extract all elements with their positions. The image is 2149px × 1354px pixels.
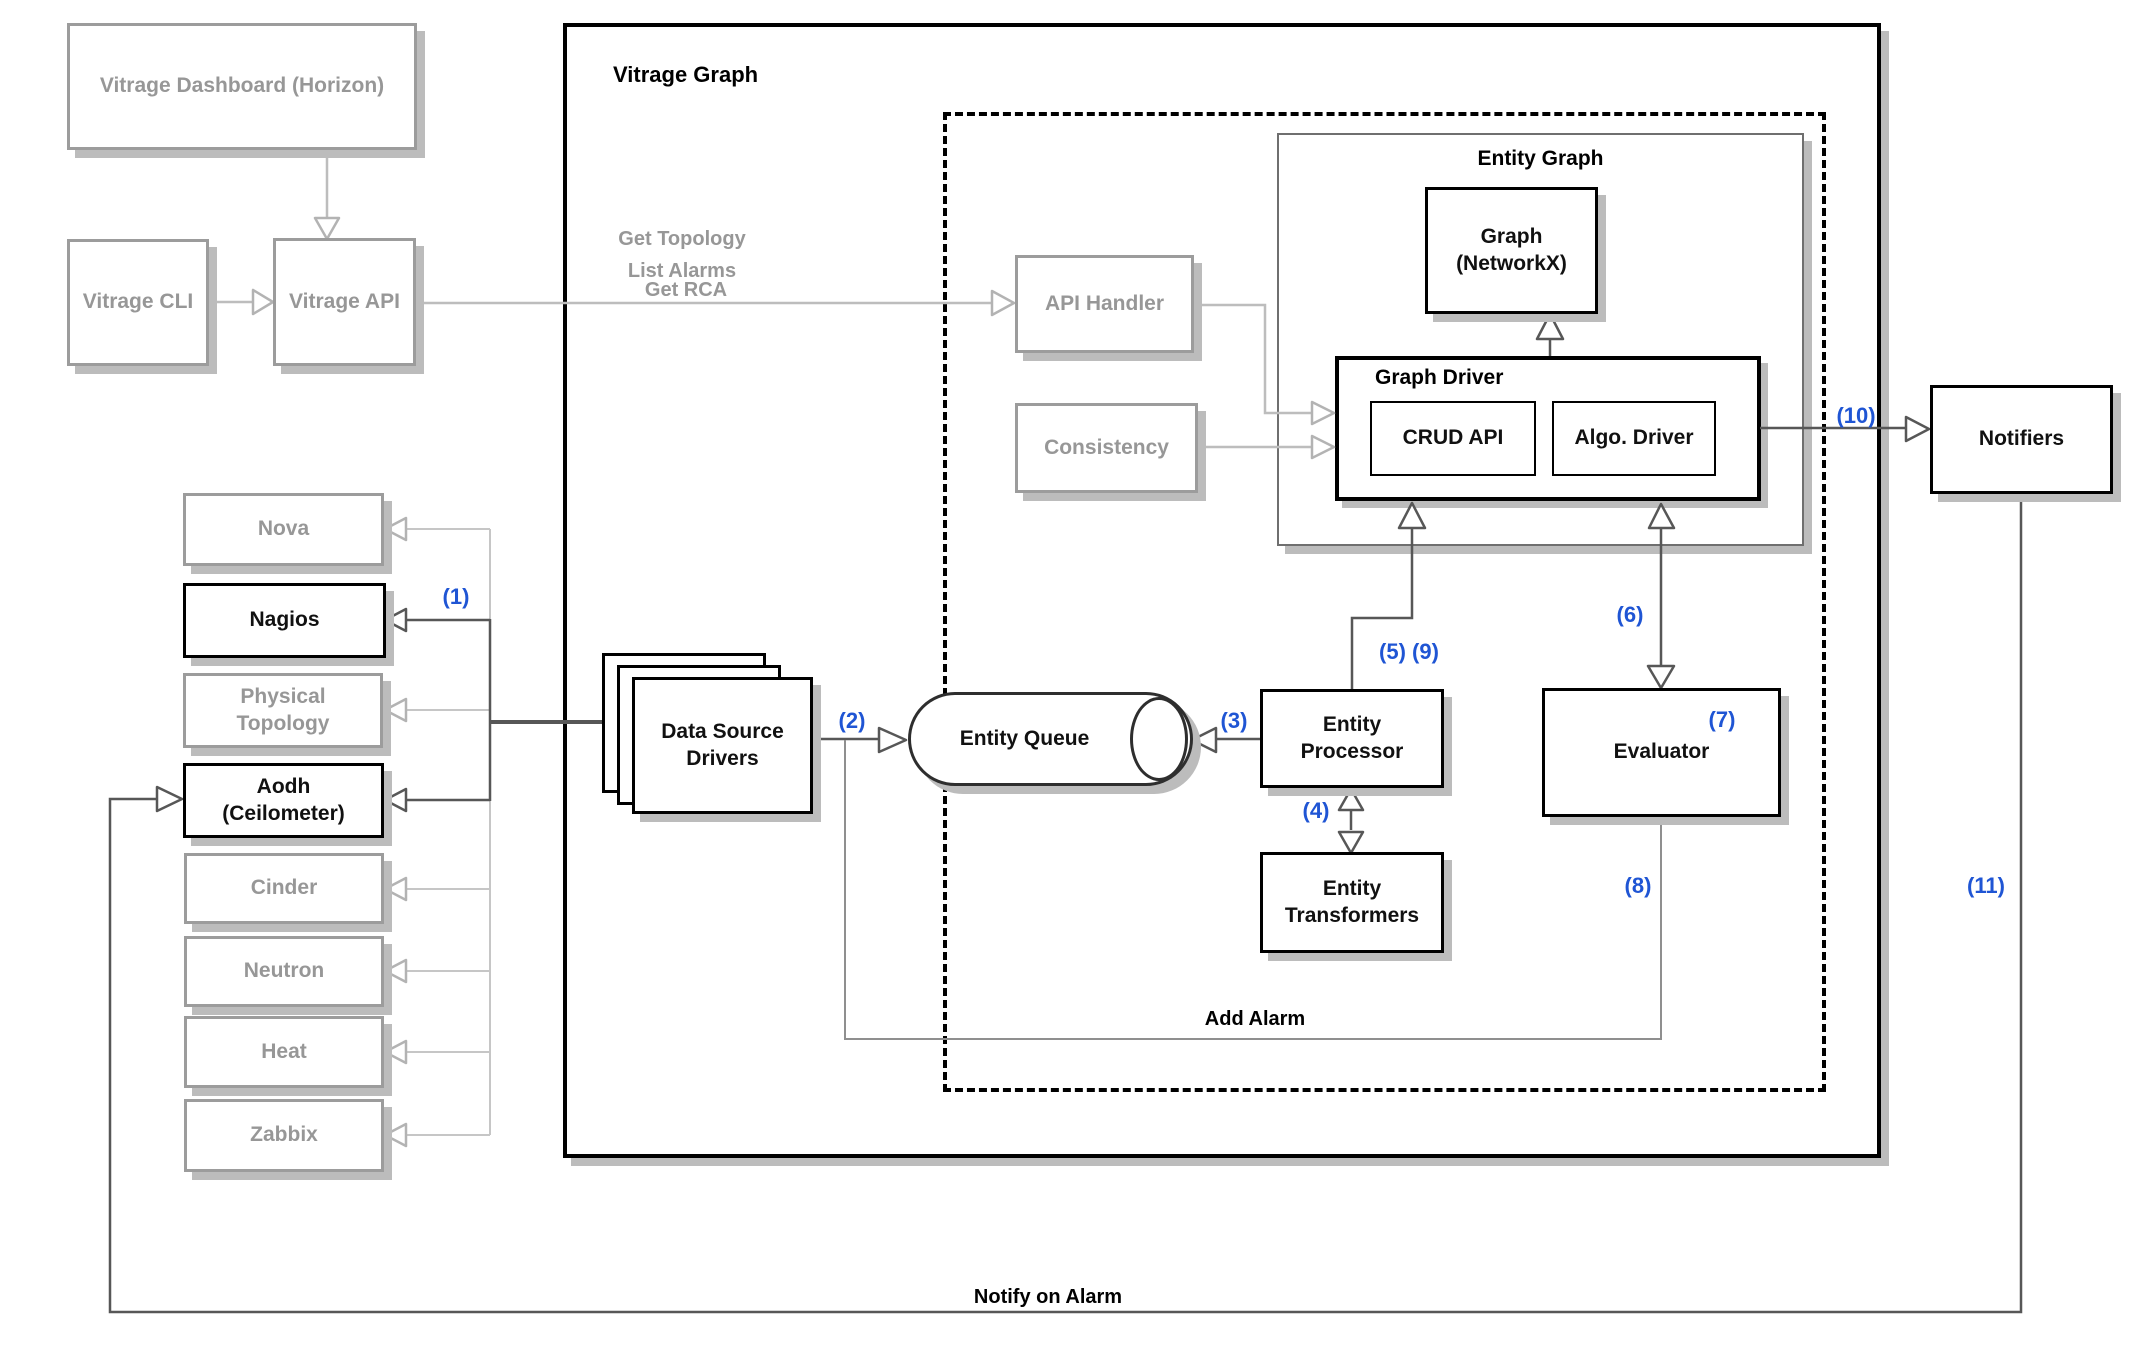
nova-label: Nova [257, 517, 310, 541]
dark-flow-lines [108, 339, 2023, 1314]
box-physical-topology: Physical Topology [183, 673, 383, 748]
arrow-into-aodh-left [155, 785, 184, 813]
arrow-into-api-handler [990, 289, 1016, 317]
arrow-into-entity-queue [877, 726, 908, 754]
arrow-into-nova [383, 516, 408, 542]
box-entity-transformers: Entity Transformers [1260, 852, 1444, 953]
entity-transformers-label: Entity Transformers [1284, 877, 1420, 927]
arrowheads-light [251, 216, 1336, 1148]
box-notifiers: Notifiers [1930, 385, 2113, 494]
box-zabbix: Zabbix [184, 1099, 384, 1172]
box-vitrage-cli: Vitrage CLI [67, 239, 209, 366]
light-gray-lines [208, 149, 1312, 449]
box-nagios: Nagios [183, 583, 386, 658]
cinder-label: Cinder [250, 876, 318, 900]
notifiers-label: Notifiers [1978, 427, 2065, 451]
neutron-label: Neutron [243, 959, 325, 983]
api-handler-label: API Handler [1044, 291, 1165, 315]
entity-graph-title: Entity Graph [1477, 147, 1604, 170]
add-alarm-line [844, 740, 1662, 1040]
cylinder-end-cap [1130, 697, 1188, 781]
zabbix-label: Zabbix [250, 1123, 318, 1147]
vitrage-cli-label: Vitrage CLI [82, 290, 194, 314]
notify-on-alarm-loop [108, 493, 2023, 1314]
arrow-apihandler-into-graphdriver [1310, 400, 1336, 426]
notify-on-alarm-label: Notify on Alarm [973, 1286, 1123, 1308]
arrow-into-vitrage-api-top [313, 216, 341, 241]
get-rca-label: Get RCA [644, 279, 728, 301]
arrow-into-cinder [383, 876, 408, 902]
arrow-into-notifiers [1904, 415, 1931, 443]
box-heat: Heat [184, 1016, 384, 1088]
box-vitrage-dashboard: Vitrage Dashboard (Horizon) [67, 23, 417, 150]
evaluator-label: Evaluator [1613, 740, 1710, 764]
list-alarms-label: List Alarms [627, 260, 737, 282]
arrow-into-graph-networkx [1535, 312, 1565, 341]
box-nova: Nova [183, 493, 384, 566]
box-cinder: Cinder [184, 853, 384, 924]
arrow-queue-from-processor [1190, 726, 1218, 754]
arrow-into-evaluator [1646, 664, 1676, 690]
graph-driver-title: Graph Driver [1375, 366, 1504, 389]
box-aodh: Aodh (Ceilometer) [183, 763, 384, 838]
heat-label: Heat [261, 1039, 307, 1063]
apihandler-to-graphdriver-line [1193, 303, 1312, 415]
data-source-drivers-label: Data Source Drivers [661, 720, 784, 770]
add-alarm-label: Add Alarm [1204, 1008, 1306, 1030]
algo-driver-label: Algo. Driver [1574, 426, 1694, 450]
box-neutron: Neutron [184, 936, 384, 1007]
step-1-label: (1) [442, 584, 470, 609]
entity-queue-cylinder: Entity Queue [908, 692, 1193, 786]
arrow-into-vitrage-api-left [251, 288, 275, 316]
step-2-label: (2) [838, 708, 866, 733]
arrow-processor-into-transformers [1337, 830, 1365, 855]
box-evaluator: Evaluator [1542, 688, 1781, 817]
vitrage-api-label: Vitrage API [289, 289, 400, 313]
box-data-source-drivers: Data Source Drivers [632, 677, 813, 814]
arrow-into-aodh-right [383, 787, 408, 813]
consistency-label: Consistency [1044, 435, 1169, 459]
entity-processor-label: Entity Processor [1300, 713, 1404, 763]
graph-networkx-label: Graph (NetworkX) [1456, 225, 1567, 275]
aodh-label: Aodh (Ceilometer) [222, 775, 345, 825]
nagios-label: Nagios [249, 608, 320, 632]
crud-api-label: CRUD API [1402, 426, 1504, 450]
arrow-evaluator-into-graphdriver [1647, 502, 1676, 530]
datasource-trunk-light [406, 528, 491, 1136]
step-8-label: (8) [1624, 873, 1652, 898]
step-4-label: (4) [1302, 798, 1330, 823]
processor-to-graphdriver-line [1350, 528, 1414, 689]
processing-dashed-region [943, 112, 1826, 1092]
box-consistency: Consistency [1015, 403, 1198, 493]
step-11-label: (11) [1967, 873, 2005, 898]
step-7-label: (7) [1708, 707, 1736, 732]
box-vitrage-api: Vitrage API [273, 238, 416, 366]
get-topology-label: Get Topology [618, 228, 746, 250]
step-5-9-label: (5) (9) [1379, 639, 1439, 664]
arrow-into-zabbix [383, 1122, 408, 1148]
step-10-label: (10) [1836, 403, 1876, 428]
physical-topology-label: Physical Topology [236, 685, 330, 735]
arrow-processor-into-graphdriver [1397, 501, 1427, 530]
step-6-label: (6) [1616, 602, 1644, 627]
arrow-consistency-into-graphdriver [1310, 434, 1336, 460]
arrowheads-dark [155, 312, 1931, 855]
box-crud-api: CRUD API [1370, 401, 1536, 476]
vitrage-dashboard-label: Vitrage Dashboard (Horizon) [99, 74, 385, 98]
arrow-transformers-into-processor [1337, 787, 1365, 812]
box-entity-processor: Entity Processor [1260, 689, 1444, 788]
box-algo-driver: Algo. Driver [1552, 401, 1716, 476]
step-3-label: (3) [1220, 708, 1248, 733]
arrow-into-heat [383, 1039, 408, 1065]
arrow-into-nagios [383, 607, 408, 633]
entity-queue-label: Entity Queue [959, 727, 1090, 750]
arrow-into-neutron [383, 958, 408, 984]
arrow-into-physical-topology [383, 697, 408, 723]
vitrage-graph-title: Vitrage Graph [613, 62, 759, 87]
box-graph-networkx: Graph (NetworkX) [1425, 187, 1598, 314]
box-api-handler: API Handler [1015, 255, 1194, 353]
